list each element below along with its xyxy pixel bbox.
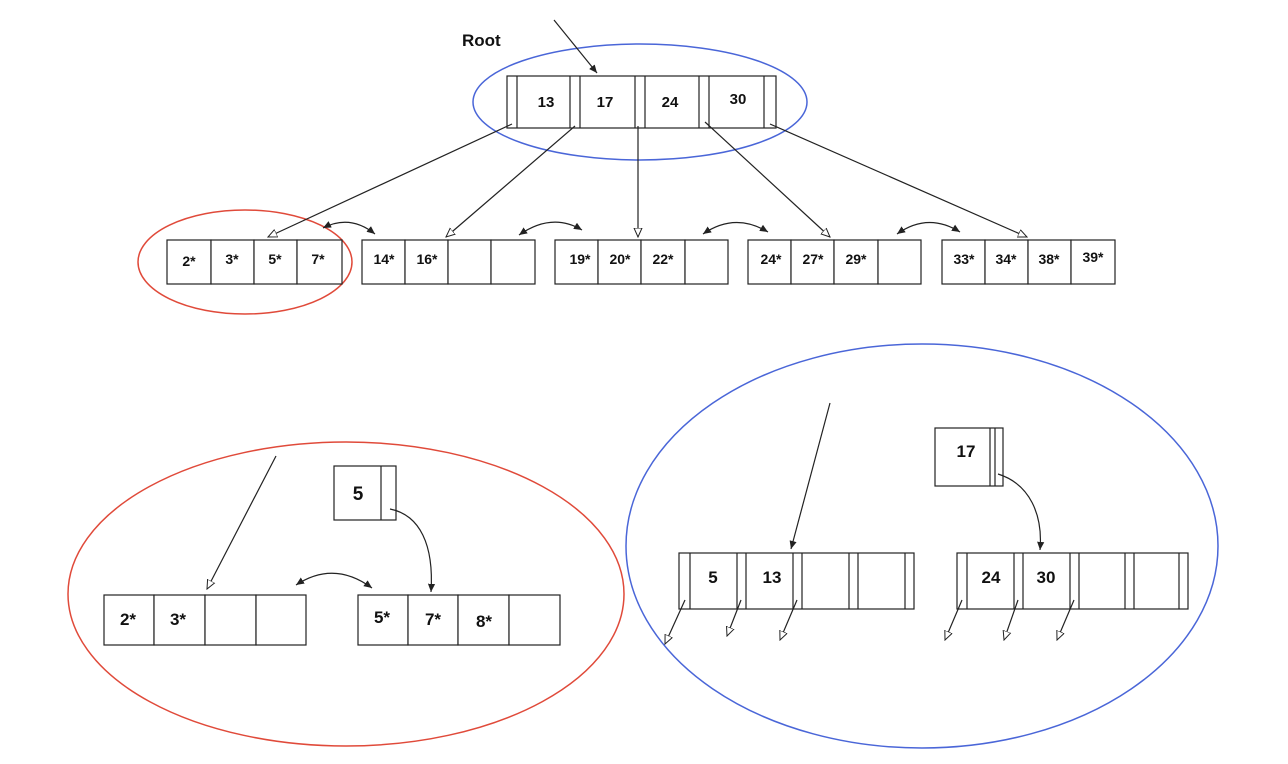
child-pointer [727,599,742,636]
index-key: 30 [1037,568,1056,587]
leaf-node: 2* 3* 5* 7* [166,239,343,285]
split-left-leaf: 2* 3* [103,594,307,646]
child-pointer [780,599,798,640]
leaf-entry: 16* [416,251,438,267]
child-pointer [268,123,513,238]
split-right-index-node: 24 30 [956,552,1189,610]
child-pointer [704,121,830,237]
root-key: 30 [730,91,747,108]
leaf-node: 19* 20* 22* [554,239,729,285]
leaf-entry: 3* [170,610,186,629]
child-pointer [664,599,686,644]
leaf-entry: 7* [311,251,325,267]
leaf-entry: 5* [374,608,390,627]
child-pointer [1057,599,1075,640]
pushed-up-key-node: 17 [934,427,1004,487]
leaf-entry: 20* [609,251,631,267]
leaf-entry: 38* [1038,251,1060,267]
root-node: 13 17 24 30 [506,75,777,129]
child-pointer [945,599,963,640]
leaf-entry: 22* [652,251,674,267]
sibling-link-arrow [896,221,961,235]
sibling-link-arrow [322,221,376,235]
leaf-entry: 34* [995,251,1017,267]
leaf-highlight-ellipse [137,209,353,315]
leaf-node: 33* 34* 38* 39* [941,239,1116,285]
leaf-entry: 3* [225,251,239,267]
root-highlight-ellipse [472,43,808,161]
index-key: 5 [708,568,717,587]
copied-up-key-pointer [389,508,436,593]
root-key: 17 [597,94,614,111]
root-label: Root [462,31,501,50]
leaf-entry: 7* [425,610,441,629]
sibling-link-arrow [702,221,769,235]
child-pointer [769,123,1027,238]
parent-pointer [207,455,277,589]
root-key: 24 [662,94,679,111]
root-incoming-arrow [553,19,598,74]
parent-pointer [789,402,831,550]
leaf-node: 24* 27* 29* [747,239,922,285]
root-key: 13 [538,94,555,111]
child-pointer [446,125,576,237]
leaf-entry: 39* [1082,249,1104,265]
index-key: 13 [763,568,782,587]
leaf-entry: 33* [953,251,975,267]
leaf-entry: 19* [569,251,591,267]
index-split-ellipse [625,343,1219,749]
sibling-link-arrow [295,572,373,589]
leaf-entry: 24* [760,251,782,267]
sibling-link-arrow [518,221,583,236]
split-left-index-node: 5 13 [678,552,915,610]
leaf-entry: 14* [373,251,395,267]
split-right-leaf: 5* 7* 8* [357,594,561,646]
pushed-up-key: 17 [957,442,976,461]
copied-up-key-node: 5 [333,465,397,521]
child-pointer [1004,599,1019,640]
leaf-split-ellipse [67,441,625,747]
leaf-entry: 29* [845,251,867,267]
pushed-up-key-pointer [997,473,1045,551]
leaf-entry: 2* [182,253,196,269]
leaf-node: 14* 16* [361,239,536,285]
copied-up-key: 5 [353,484,364,505]
index-key: 24 [982,568,1001,587]
leaf-entry: 5* [268,251,282,267]
leaf-entry: 8* [476,612,492,631]
leaf-entry: 2* [120,610,136,629]
leaf-entry: 27* [802,251,824,267]
